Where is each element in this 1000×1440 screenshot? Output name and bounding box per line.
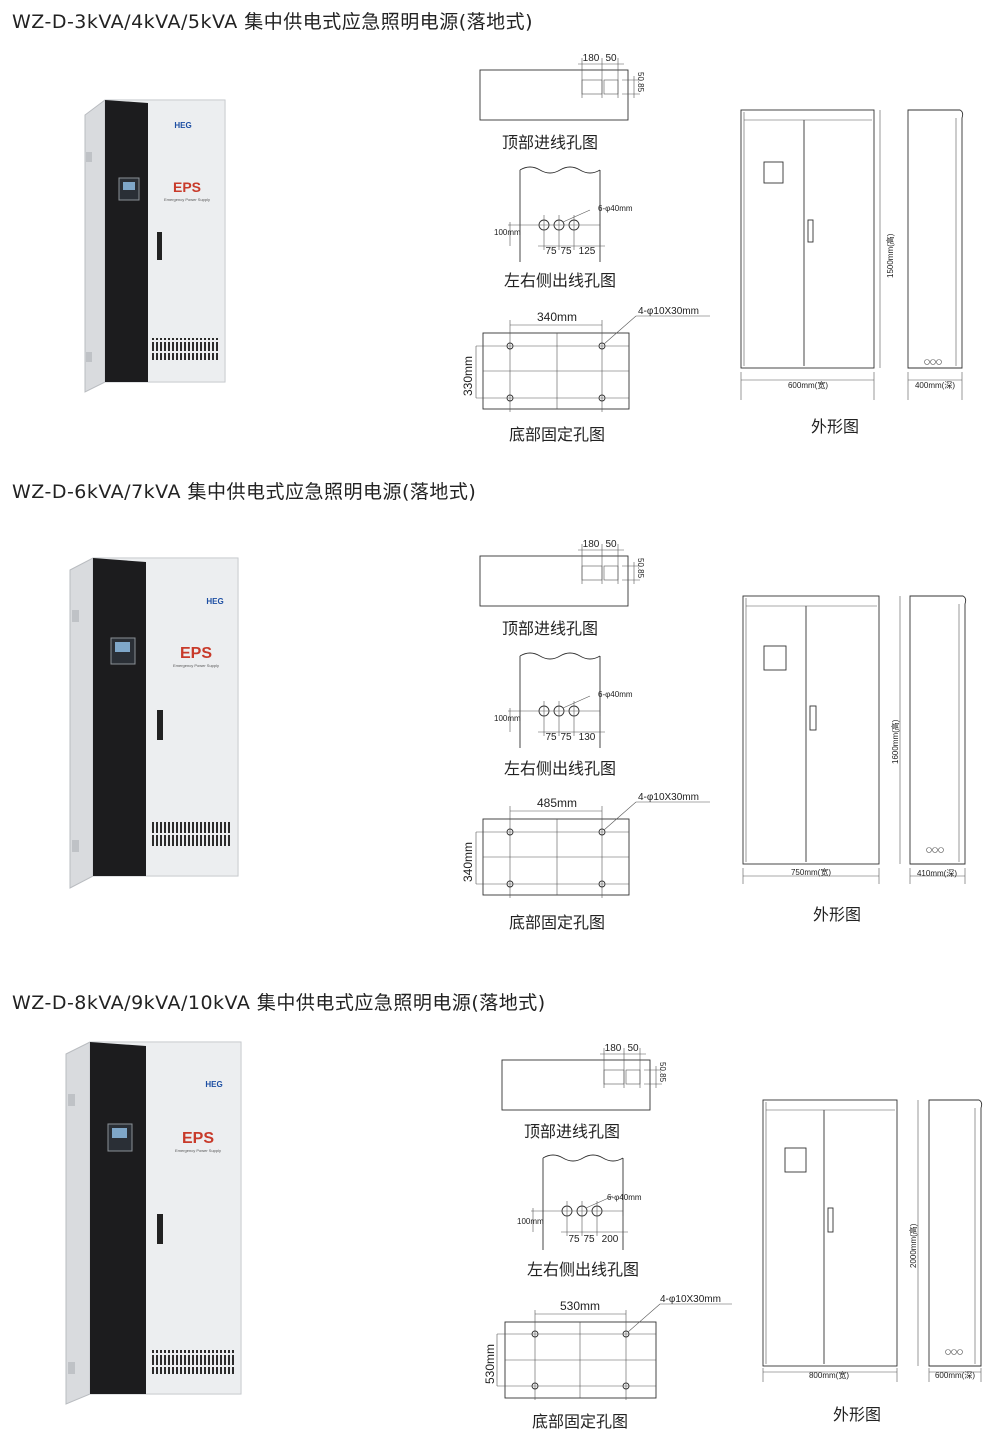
outline-height: 1600mm(高) — [890, 719, 900, 764]
side-d3: 200 — [602, 1234, 619, 1245]
bottom-width: 340mm — [537, 310, 577, 324]
top-h: 50.85 — [636, 72, 645, 93]
side-hole-caption: 左右侧出线孔图 — [504, 759, 616, 778]
top-hole-caption: 顶部进线孔图 — [502, 619, 598, 638]
top-w1: 180 — [583, 53, 600, 64]
top-hole-diagram — [479, 58, 640, 121]
outline-caption: 外形图 — [811, 417, 859, 436]
side-d2: 75 — [583, 1234, 595, 1245]
outline-width: 800mm(宽) — [809, 1370, 849, 1380]
bottom-width: 530mm — [560, 1299, 600, 1313]
bottom-holes: 4-φ10X30mm — [660, 1294, 721, 1305]
bottom-holes: 4-φ10X30mm — [638, 306, 699, 317]
bottom-fix-caption: 底部固定孔图 — [509, 425, 605, 444]
side-d2: 75 — [560, 732, 572, 743]
outline-side — [928, 1099, 983, 1382]
side-d1: 75 — [568, 1234, 580, 1245]
top-hole-caption: 顶部进线孔图 — [502, 133, 598, 152]
top-w1: 180 — [605, 1043, 622, 1054]
eps-sublabel: Emergency Power Supply — [173, 663, 219, 668]
bottom-fix-caption: 底部固定孔图 — [509, 913, 605, 932]
bottom-depth: 330mm — [461, 356, 475, 396]
side-d1: 75 — [545, 732, 557, 743]
top-w2: 50 — [605, 539, 617, 550]
brand-logo: HEG — [205, 1080, 222, 1089]
side-hole-size: 6-φ40mm — [598, 204, 633, 213]
section-title: WZ-D-3kVA/4kVA/5kVA 集中供电式应急照明电源(落地式) — [12, 11, 534, 33]
section-title: WZ-D-8kVA/9kVA/10kVA 集中供电式应急照明电源(落地式) — [12, 992, 546, 1014]
side-height: 100mm — [517, 1217, 544, 1226]
outline-width: 750mm(宽) — [791, 867, 831, 877]
outline-side — [909, 595, 967, 884]
section-3-drawing: HEG EPS Emergency Power Supply 180 50 50… — [65, 1041, 983, 1431]
eps-sublabel: Emergency Power Supply — [164, 197, 210, 202]
top-h: 50.85 — [658, 1062, 667, 1083]
outline-depth: 600mm(深) — [935, 1371, 975, 1380]
section-3: WZ-D-8kVA/9kVA/10kVA 集中供电式应急照明电源(落地式) HE… — [0, 982, 1000, 1440]
outline-height: 2000mm(高) — [908, 1223, 918, 1268]
outline-depth: 410mm(深) — [917, 869, 957, 878]
side-hole-size: 6-φ40mm — [598, 690, 633, 699]
cabinet-photo — [65, 1041, 242, 1405]
eps-sublabel: Emergency Power Supply — [175, 1148, 221, 1153]
eps-label: EPS — [180, 645, 212, 662]
section-title: WZ-D-6kVA/7kVA 集中供电式应急照明电源(落地式) — [12, 481, 477, 503]
outline-width: 600mm(宽) — [788, 380, 828, 390]
outline-side — [907, 109, 964, 400]
bottom-width: 485mm — [537, 796, 577, 810]
top-h: 50.85 — [636, 558, 645, 579]
bottom-fix-diagram — [475, 315, 710, 412]
side-d1: 75 — [545, 246, 557, 257]
brand-logo: HEG — [174, 121, 191, 130]
outline-caption: 外形图 — [833, 1405, 881, 1424]
section-1: WZ-D-3kVA/4kVA/5kVA 集中供电式应急照明电源(落地式) HEG… — [0, 0, 1000, 460]
side-hole-diagram — [508, 166, 605, 262]
bottom-fix-diagram — [475, 801, 710, 898]
side-hole-size: 6-φ40mm — [607, 1193, 642, 1202]
side-d3: 125 — [579, 246, 596, 257]
cabinet-photo — [84, 99, 226, 393]
side-d3: 130 — [579, 732, 596, 743]
bottom-fix-caption: 底部固定孔图 — [532, 1412, 628, 1431]
bottom-depth: 530mm — [483, 1344, 497, 1384]
top-w1: 180 — [583, 539, 600, 550]
top-hole-diagram — [479, 544, 640, 607]
section-2-drawing: HEG EPS Emergency Power Supply 180 50 50… — [69, 539, 967, 932]
vent-slots — [152, 338, 218, 360]
bottom-holes: 4-φ10X30mm — [638, 792, 699, 803]
bottom-fix-diagram — [496, 1303, 732, 1400]
outline-depth: 400mm(深) — [915, 381, 955, 390]
bottom-depth: 340mm — [461, 842, 475, 882]
outline-height: 1500mm(高) — [885, 233, 895, 278]
side-height: 100mm — [494, 714, 521, 723]
eps-label: EPS — [173, 179, 201, 195]
top-hole-diagram — [501, 1048, 662, 1111]
section-2: WZ-D-6kVA/7kVA 集中供电式应急照明电源(落地式) HEG EPS … — [0, 470, 1000, 960]
outline-front — [740, 109, 881, 400]
top-w2: 50 — [605, 53, 617, 64]
side-hole-diagram — [531, 1154, 628, 1250]
side-hole-diagram — [508, 652, 605, 748]
side-hole-caption: 左右侧出线孔图 — [527, 1260, 639, 1279]
outline-front — [742, 595, 901, 884]
eps-label: EPS — [182, 1130, 214, 1147]
cabinet-photo — [69, 557, 239, 889]
top-w2: 50 — [627, 1043, 639, 1054]
brand-logo: HEG — [206, 597, 223, 606]
outline-front — [762, 1099, 919, 1382]
section-1-drawing: HEG EPS Emergency Power Supply 180 50 50… — [84, 53, 964, 444]
side-hole-caption: 左右侧出线孔图 — [504, 271, 616, 290]
top-hole-caption: 顶部进线孔图 — [524, 1122, 620, 1141]
side-height: 100mm — [494, 228, 521, 237]
side-d2: 75 — [560, 246, 572, 257]
outline-caption: 外形图 — [813, 905, 861, 924]
